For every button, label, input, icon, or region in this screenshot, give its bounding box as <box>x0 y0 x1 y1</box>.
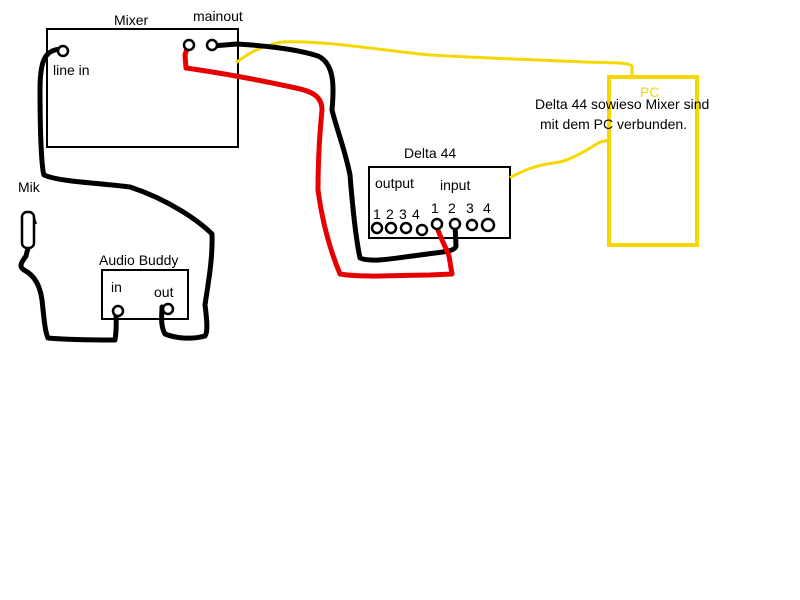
delta-input-jack-3 <box>465 218 479 232</box>
yellow-cable-delta-pc <box>509 138 611 179</box>
delta-output-port-2: 2 <box>386 206 394 222</box>
audio-buddy-in-jack <box>111 304 125 318</box>
mixer-title: Mixer <box>114 12 149 28</box>
delta-input-port-1: 1 <box>431 200 439 216</box>
red-cable-mainout-delta <box>182 42 455 279</box>
pc-note-line-1: Delta 44 sowieso Mixer sind <box>535 96 709 112</box>
delta-input-port-2: 2 <box>448 200 456 216</box>
black-cable-mainout-delta <box>209 41 459 263</box>
audio-buddy-box <box>101 269 189 320</box>
audio-buddy-out-label: out <box>154 284 174 300</box>
mixer-line-in-label: line in <box>53 62 90 78</box>
mixer-mainout-label: mainout <box>193 8 243 24</box>
delta-output-jack-3 <box>399 221 413 235</box>
audio-buddy-in-label: in <box>111 279 122 295</box>
pc-note-line-2: mit dem PC verbunden. <box>540 116 687 132</box>
pc-box <box>607 75 699 247</box>
mixer-line-in-jack <box>56 44 70 58</box>
delta-44-title: Delta 44 <box>404 145 456 161</box>
black-cable-linein-audiobuddy <box>37 46 215 341</box>
delta-output-label: output <box>375 175 414 191</box>
delta-input-port-4: 4 <box>483 200 491 216</box>
pc-title: PC <box>640 84 659 100</box>
audio-buddy-title: Audio Buddy <box>99 252 178 268</box>
delta-input-jack-1 <box>430 217 444 231</box>
mixer-mainout-right-jack <box>205 38 219 52</box>
mixer-mainout-left-jack <box>182 38 196 52</box>
audio-buddy-out-jack <box>161 302 175 316</box>
yellow-cable-mixer-pc <box>235 40 634 80</box>
delta-output-jack-4 <box>415 223 429 237</box>
delta-input-label: input <box>440 177 470 193</box>
mixer-box <box>46 28 239 148</box>
delta-input-jack-4 <box>480 217 496 233</box>
delta-input-jack-2 <box>448 217 462 231</box>
black-cable-mik-audiobuddy <box>18 245 119 343</box>
microphone-icon <box>20 210 37 250</box>
delta-output-port-3: 3 <box>399 206 407 222</box>
delta-output-port-1: 1 <box>373 206 381 222</box>
delta-input-port-3: 3 <box>466 200 474 216</box>
mik-label: Mik <box>18 179 41 195</box>
delta-output-jack-1 <box>370 221 384 235</box>
delta-output-jack-2 <box>384 221 398 235</box>
delta-output-port-4: 4 <box>412 206 420 222</box>
